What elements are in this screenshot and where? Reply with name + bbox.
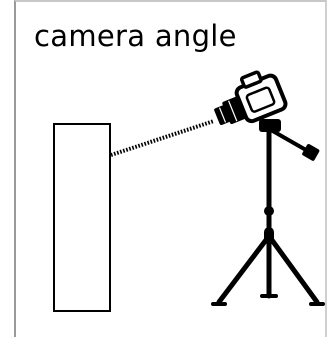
camera-icon [207,66,287,133]
tripod-icon [213,130,323,304]
sight-line [111,121,214,155]
subject-rectangle [54,124,110,311]
